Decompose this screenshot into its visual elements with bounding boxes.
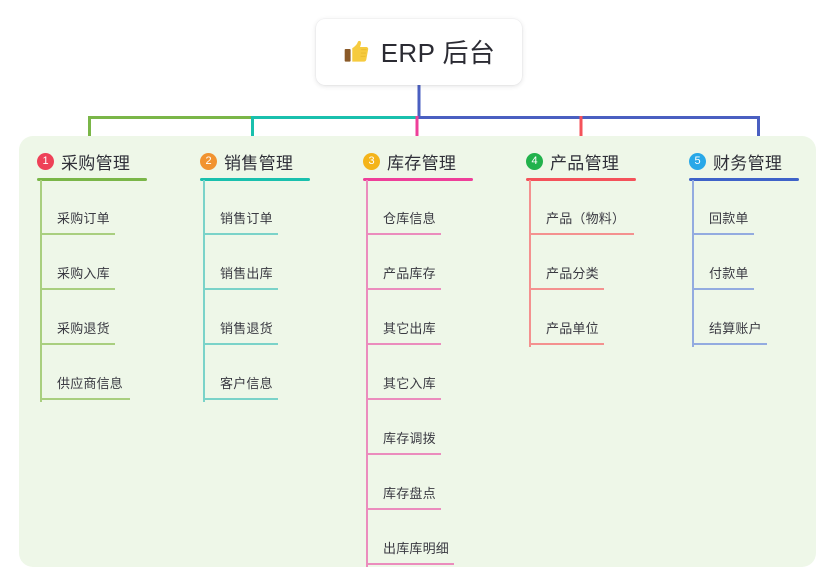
leaf-label: 产品分类 [546,266,599,281]
leaf-underline [203,398,278,400]
branch-columns: 1 采购管理 采购订单 采购入库 采购退货 供应商信息 [19,136,816,567]
branch-badge-3: 3 [363,153,380,170]
leaf-label: 销售出库 [220,266,273,281]
leaf-underline [366,288,441,290]
leaf-label: 供应商信息 [57,376,124,391]
branch-spine-4 [529,180,531,347]
leaf-label: 产品单位 [546,321,599,336]
branch-underline-1 [37,178,147,181]
leaf-underline [203,288,278,290]
branch-underline-5 [689,178,799,181]
branch-underline-2 [200,178,310,181]
leaf-underline [40,233,115,235]
leaf-item[interactable]: 结算账户 [692,290,792,345]
leaf-label: 其它出库 [383,321,436,336]
leaf-item[interactable]: 回款单 [692,180,792,235]
leaf-underline [529,288,604,290]
leaf-underline [529,233,634,235]
leaf-label: 库存盘点 [383,486,436,501]
leaf-underline [40,343,115,345]
leaf-label: 付款单 [709,266,749,281]
diagram-panel [19,136,816,567]
branch-title-4: 产品管理 [550,154,620,173]
branch-underline-4 [526,178,636,181]
leaf-label: 采购入库 [57,266,110,281]
leaf-underline [203,343,278,345]
leaf-label: 采购退货 [57,321,110,336]
leaf-item[interactable]: 其它出库 [366,290,466,345]
leaf-underline [366,398,441,400]
branch-spine-5 [692,180,694,347]
leaf-underline [692,233,754,235]
leaf-underline [366,508,441,510]
branch-title-1: 采购管理 [61,154,131,173]
branch-spine-1 [40,180,42,402]
branch-column-4: 4 产品管理 产品（物料） 产品分类 产品单位 [508,136,671,567]
branch-spine-2 [203,180,205,402]
leaf-label: 产品（物料） [546,211,626,226]
branch-header-3[interactable]: 3 库存管理 [363,149,456,174]
leaf-underline [40,398,130,400]
leaf-label: 其它入库 [383,376,436,391]
branch-header-1[interactable]: 1 采购管理 [37,149,130,174]
leaf-underline [366,563,454,565]
branch-header-5[interactable]: 5 财务管理 [689,149,782,174]
leaf-underline [692,288,754,290]
leaf-label: 采购订单 [57,211,110,226]
leaf-item[interactable]: 客户信息 [203,345,303,400]
leaf-underline [366,453,441,455]
branch-underline-3 [363,178,473,181]
root-node-label: ERP 后台 [380,37,496,68]
leaf-label: 销售退货 [220,321,273,336]
branch-title-5: 财务管理 [713,154,783,173]
leaf-item[interactable]: 库存盘点 [366,455,466,510]
leaf-item[interactable]: 其它入库 [366,345,466,400]
leaf-underline [366,343,441,345]
leaf-item[interactable]: 销售出库 [203,235,303,290]
leaf-item[interactable]: 库存调拨 [366,400,466,455]
leaf-label: 库存调拨 [383,431,436,446]
leaf-item[interactable]: 销售退货 [203,290,303,345]
leaf-label: 出库库明细 [383,541,450,556]
leaf-item[interactable]: 采购入库 [40,235,140,290]
branch-header-2[interactable]: 2 销售管理 [200,149,293,174]
leaf-item[interactable]: 产品分类 [529,235,629,290]
leaf-item[interactable]: 产品库存 [366,235,466,290]
branch-header-4[interactable]: 4 产品管理 [526,149,619,174]
leaf-underline [203,233,278,235]
branch-badge-2: 2 [200,153,217,170]
leaf-item[interactable]: 销售订单 [203,180,303,235]
leaf-item[interactable]: 仓库信息 [366,180,466,235]
root-node-content: ERP 后台 [343,33,496,70]
branch-title-2: 销售管理 [224,154,294,173]
branch-column-1: 1 采购管理 采购订单 采购入库 采购退货 供应商信息 [19,136,182,567]
leaf-underline [40,288,115,290]
leaf-item[interactable]: 供应商信息 [40,345,140,400]
leaf-item[interactable]: 产品单位 [529,290,629,345]
branch-badge-4: 4 [526,153,543,170]
leaf-label: 销售订单 [220,211,273,226]
leaf-item[interactable]: 采购退货 [40,290,140,345]
branch-badge-1: 1 [37,153,54,170]
leaf-item[interactable]: 产品（物料） [529,180,639,235]
leaf-label: 产品库存 [383,266,436,281]
branch-spine-3 [366,180,368,567]
branch-badge-5: 5 [689,153,706,170]
thumbs-up-icon [344,40,368,62]
leaf-label: 结算账户 [709,321,762,336]
leaf-label: 仓库信息 [383,211,436,226]
branch-column-2: 2 销售管理 销售订单 销售出库 销售退货 客户信息 [182,136,345,567]
leaf-label: 回款单 [709,211,749,226]
leaf-underline [529,343,604,345]
leaf-item[interactable]: 付款单 [692,235,792,290]
leaf-item[interactable]: 采购订单 [40,180,140,235]
branch-column-5: 5 财务管理 回款单 付款单 结算账户 [671,136,821,567]
root-node[interactable]: ERP 后台 [316,19,522,85]
leaf-underline [366,233,441,235]
branch-column-3: 3 库存管理 仓库信息 产品库存 其它出库 其它入库 库存调拨 [345,136,508,567]
leaf-underline [692,343,767,345]
branch-title-3: 库存管理 [387,154,457,173]
leaf-item[interactable]: 出库库明细 [366,510,466,565]
leaf-label: 客户信息 [220,376,273,391]
